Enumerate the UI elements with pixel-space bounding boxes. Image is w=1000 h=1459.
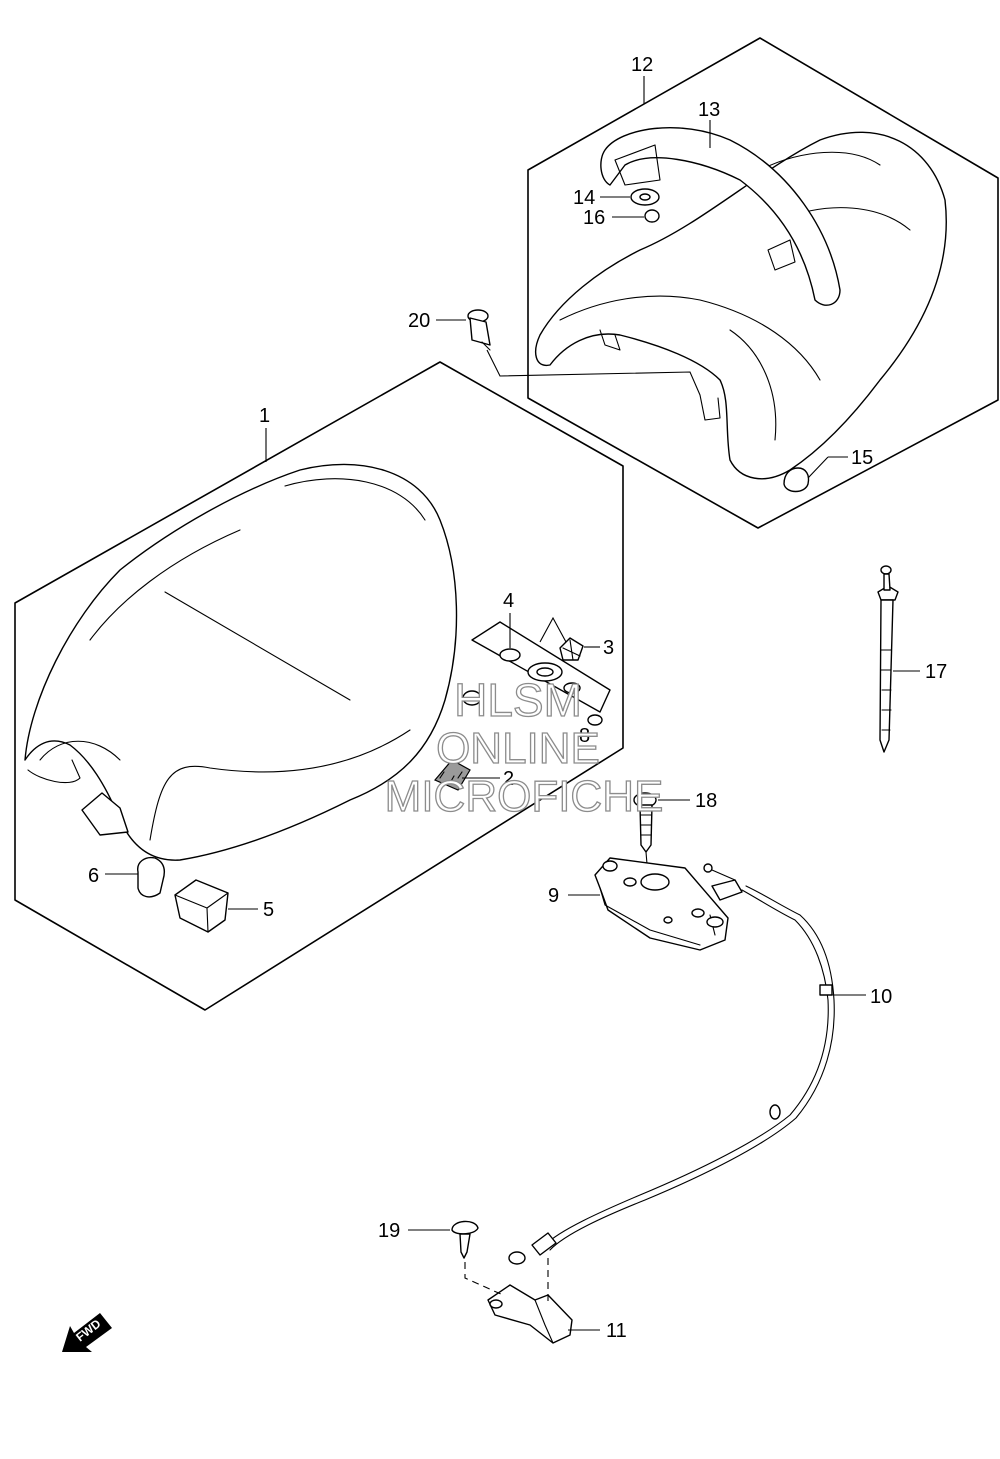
screw-19[interactable]	[451, 1220, 479, 1259]
cushion-15[interactable]	[783, 467, 810, 493]
callout-18: 18	[695, 790, 717, 812]
leader-lines	[105, 76, 920, 1331]
group-frame-12	[527, 37, 999, 529]
cable-10[interactable]	[508, 863, 835, 1265]
cushion-5[interactable]	[174, 879, 229, 933]
callout-10: 10	[870, 986, 892, 1008]
washer-14[interactable]	[630, 188, 660, 206]
watermark: HLSM ONLINE MICROFICHE	[384, 673, 664, 821]
callout-2: 2	[503, 768, 514, 790]
grab-bar[interactable]	[600, 127, 841, 306]
cushion-6[interactable]	[137, 856, 165, 898]
callout-16: 16	[583, 207, 605, 229]
callout-labels: 1 2 3 4 5 6 8 9 10 11 12 13 14 15 16 17 …	[88, 54, 947, 1342]
watermark-line-2: ONLINE	[436, 724, 600, 773]
group-frame-1	[14, 361, 624, 1011]
plate-4[interactable]	[471, 621, 611, 713]
rear-seat[interactable]	[534, 131, 947, 480]
callout-11: 11	[606, 1320, 627, 1342]
callout-20: 20	[408, 310, 430, 332]
callout-9: 9	[548, 885, 559, 907]
callout-15: 15	[851, 447, 873, 469]
nut-7[interactable]	[462, 690, 482, 706]
nut-16[interactable]	[644, 209, 660, 223]
bolt-20[interactable]	[467, 309, 491, 351]
callout-8: 8	[579, 725, 590, 747]
callout-6: 6	[88, 865, 99, 887]
clip-3[interactable]	[559, 637, 584, 661]
callout-17: 17	[925, 661, 947, 683]
lock-9[interactable]	[594, 857, 743, 951]
hook-2[interactable]	[434, 759, 471, 791]
callout-3: 3	[603, 637, 614, 659]
callout-4: 4	[503, 590, 514, 612]
callout-19: 19	[378, 1220, 400, 1242]
watermark-line-3: MICROFICHE	[385, 772, 664, 821]
nut-8[interactable]	[587, 714, 603, 726]
bolt-17[interactable]	[877, 565, 899, 753]
callout-14: 14	[573, 187, 595, 209]
callout-1: 1	[259, 405, 270, 427]
callout-5: 5	[263, 899, 274, 921]
forward-arrow-icon: FWD	[62, 1313, 112, 1352]
callout-13: 13	[698, 99, 720, 121]
bracket-11[interactable]	[487, 1284, 573, 1344]
callout-12: 12	[631, 54, 653, 76]
watermark-line-1: HLSM	[454, 674, 582, 726]
bolt-18[interactable]	[633, 792, 657, 853]
front-seat[interactable]	[24, 463, 458, 861]
